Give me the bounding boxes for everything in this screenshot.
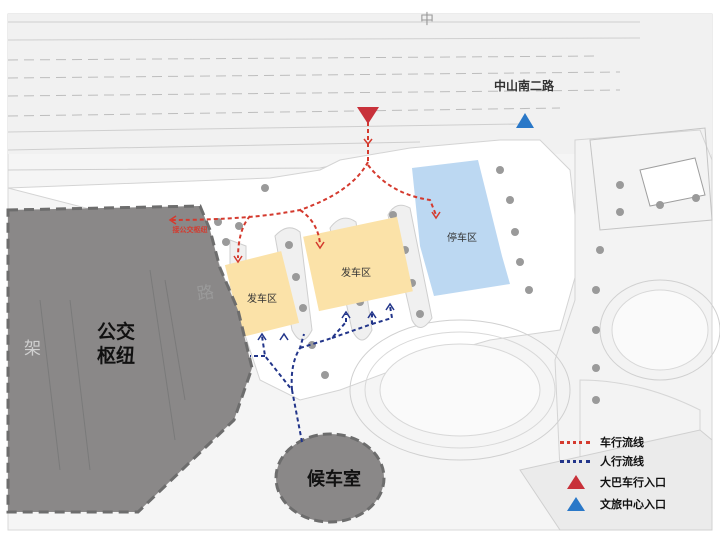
- legend-vehicle-flow-label: 车行流线: [600, 436, 644, 449]
- parking-zone: [412, 160, 510, 296]
- waiting-room: [274, 432, 386, 524]
- bus-hub-label-1: 公交: [97, 320, 135, 343]
- waiting-room-label: 候车室: [307, 468, 361, 490]
- legend-bus-entrance-label: 大巴车行入口: [600, 476, 666, 489]
- legend-pedestrian-flow-label: 人行流线: [600, 455, 644, 468]
- top-glyph: 中: [420, 12, 434, 28]
- elevated-glyph-1: 架: [24, 339, 41, 359]
- bus-hub: [6, 204, 254, 514]
- pedestrian-flow-arrows: [257, 302, 395, 341]
- departure-zone-2-label: 发车区: [341, 266, 371, 279]
- departure-zone-2: [303, 216, 413, 312]
- bus-hub-label-2: 枢纽: [97, 344, 135, 367]
- bus-entrance-icon: [560, 475, 592, 489]
- connect-bus-hub-label: 接公交枢纽: [173, 225, 208, 234]
- parking-zone-label: 停车区: [447, 231, 477, 244]
- pedestrian-flow-lines: [250, 305, 394, 443]
- legend-tourism-entrance-label: 文旅中心入口: [600, 498, 666, 511]
- tourism-entrance-marker: [516, 113, 534, 128]
- main-road: [7, 14, 712, 171]
- departure-zone-1-label: 发车区: [247, 292, 277, 305]
- departure-zone-1: [224, 251, 300, 337]
- legend-pedestrian-flow: 人行流线: [560, 451, 644, 471]
- elevated-glyph-2: 路: [195, 282, 215, 305]
- pedestrian-flow-swatch: [560, 455, 592, 467]
- legend-tourism-entrance: 文旅中心入口: [560, 494, 666, 514]
- vehicle-flow-arrows: [168, 138, 441, 264]
- vehicle-flow-lines: [169, 122, 437, 259]
- legend-bus-entrance: 大巴车行入口: [560, 472, 666, 492]
- vehicle-flow-swatch: [560, 436, 592, 448]
- legend-vehicle-flow: 车行流线: [560, 432, 644, 452]
- tourism-entrance-icon: [560, 497, 592, 511]
- hub-detail: [39, 269, 186, 471]
- road-label: 中山南二路: [494, 78, 555, 93]
- bus-entrance-marker: [357, 107, 379, 124]
